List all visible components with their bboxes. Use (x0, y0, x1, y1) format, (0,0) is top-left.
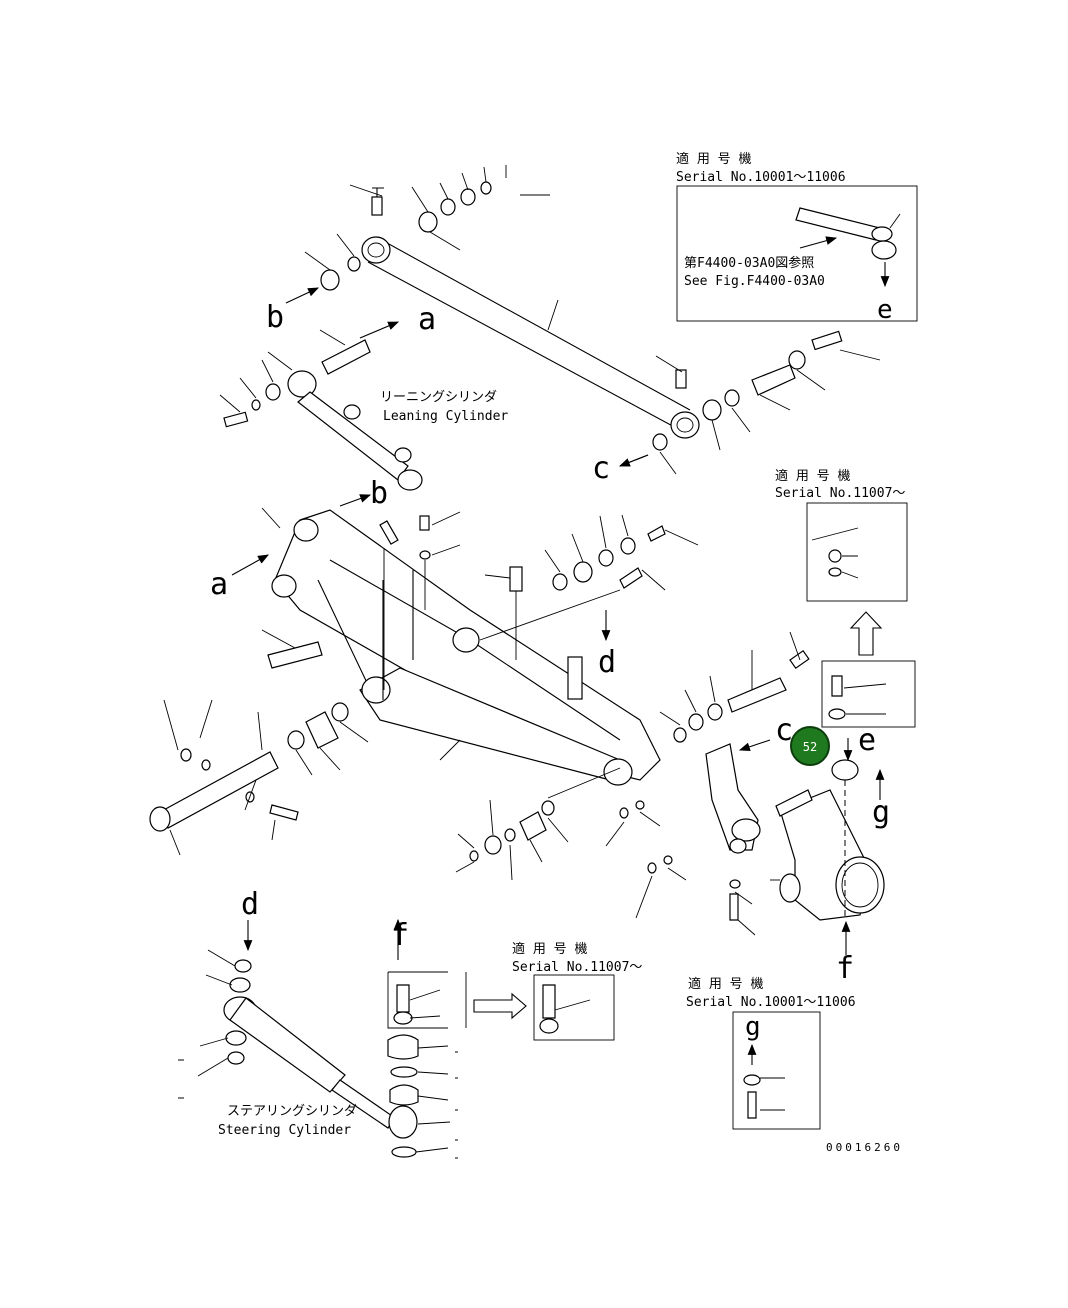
letter-a-mid: a (210, 567, 228, 602)
arrow-hollow-up (849, 611, 883, 656)
box-bolt-washer (821, 660, 916, 728)
left-pin-assembly (149, 699, 369, 856)
knuckle-hub (770, 759, 885, 921)
box-mid-right-header: 適 用 号 機 (775, 468, 850, 484)
arrow-b-top (285, 287, 319, 304)
knuckle-arm (605, 743, 761, 936)
letter-d-bottom: d (241, 887, 259, 922)
letter-a-top: a (418, 302, 436, 337)
steering-cylinder-label-jp: ステアリングシリンダ (227, 1104, 357, 1119)
letter-g-right: g (872, 795, 890, 830)
center-pin-parts (261, 511, 699, 690)
letter-f-right: f (836, 951, 854, 986)
box-bottom-center-header: 適 用 号 機 (512, 941, 587, 957)
arrow-hollow-right (473, 992, 527, 1020)
letter-e-box: e (877, 295, 893, 325)
letter-d-mid: d (598, 645, 616, 680)
letter-c-top: c (592, 451, 610, 486)
box-bottom-center-serial: Serial No.11007～ (512, 960, 642, 975)
leaning-cylinder (219, 351, 423, 491)
figure-number: 00016260 (826, 1141, 903, 1154)
box-top-ref-jp: 第F4400-03A0図参照 (684, 255, 814, 271)
arrow-c-right (738, 739, 771, 752)
right-frame-pins (455, 631, 810, 881)
box-bottom-center (533, 974, 615, 1041)
pin-box-f (387, 971, 467, 1029)
box-top (676, 185, 918, 322)
steering-cylinder-label-en: Steering Cylinder (218, 1123, 351, 1138)
box-top-ref-en: See Fig.F4400-03A0 (684, 274, 825, 289)
letter-e-right: e (858, 723, 876, 758)
box-top-serial: Serial No.10001～11006 (676, 170, 846, 185)
callout-52[interactable]: 52 (790, 726, 830, 766)
leaning-cylinder-label-jp: リーニングシリンダ (380, 390, 497, 405)
box-bottom-right (732, 1011, 821, 1130)
pin-a (319, 321, 400, 375)
box-mid-right-serial: Serial No.11007～ (775, 486, 905, 501)
arrow-b-mid (339, 494, 372, 507)
box-bottom-right-serial: Serial No.10001～11006 (686, 995, 856, 1010)
arrow-c-top (618, 454, 649, 467)
box-top-header: 適 用 号 機 (676, 151, 751, 167)
letter-b-mid: b (370, 476, 388, 511)
callout-52-label: 52 (803, 740, 817, 754)
letter-g-bottom: g (745, 1012, 761, 1042)
axle-frame (261, 507, 661, 786)
steering-cylinder (178, 949, 458, 1159)
leaning-cylinder-label-en: Leaning Cylinder (383, 409, 508, 424)
letter-c-right: c (775, 713, 793, 748)
box-mid-right (806, 502, 908, 602)
letter-b-top: b (266, 300, 284, 335)
letter-f-bottom: f (391, 918, 409, 953)
upper-link (304, 165, 881, 475)
arrow-a-mid (231, 554, 269, 576)
box-bottom-right-header: 適 用 号 機 (688, 976, 763, 992)
